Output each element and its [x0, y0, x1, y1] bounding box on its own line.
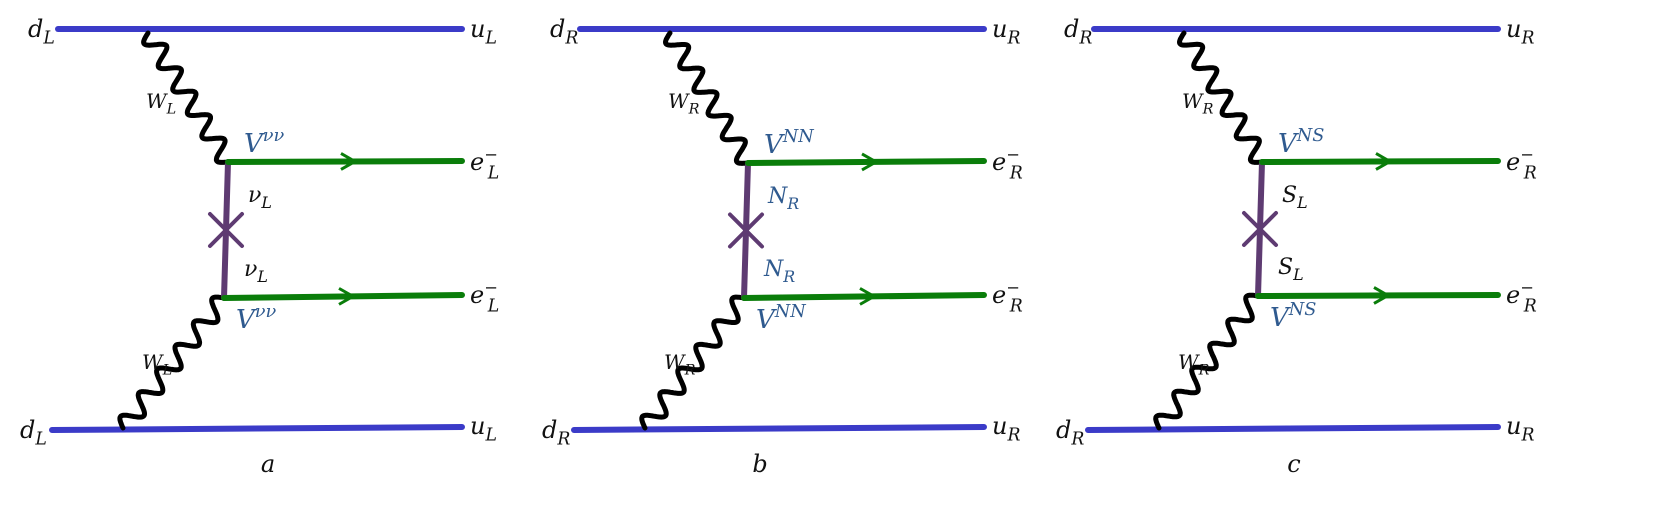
caption-b: b: [752, 450, 767, 478]
w-boson-top: [141, 30, 231, 165]
arrow-icon: [1373, 286, 1392, 305]
label-w-top: WR: [1182, 89, 1214, 118]
arrow-icon: [338, 287, 357, 306]
arrow-icon: [861, 152, 880, 172]
label-top-out: uR: [1506, 15, 1534, 49]
label-electron-bottom: e−L: [470, 278, 499, 317]
label-electron-top: e−L: [470, 145, 499, 184]
cross-icon: [728, 212, 764, 249]
label-w-bottom: WR: [664, 350, 696, 379]
label-w-bottom: WL: [142, 350, 172, 379]
label-neutrino-top: SL: [1282, 183, 1308, 212]
diagram-c: dR uR dR uR WR WR e−R e−R VNS VNS SL SL c: [1056, 15, 1537, 478]
label-vertex-top: VNN: [764, 127, 814, 160]
label-w-top: WL: [146, 89, 176, 118]
quark-line-bottom: [571, 424, 987, 433]
cross-icon: [1242, 211, 1278, 247]
label-electron-bottom: e−R: [992, 278, 1023, 317]
electron-line-bottom: [221, 292, 465, 301]
electron-line-bottom: [1255, 292, 1501, 299]
electron-line-top: [745, 158, 987, 166]
label-neutrino-top: νL: [248, 183, 272, 212]
label-w-bottom: WR: [1178, 350, 1210, 379]
label-neutrino-top: NR: [767, 184, 799, 213]
label-electron-bottom: e−R: [1506, 278, 1537, 317]
w-boson-top: [663, 30, 751, 166]
arrow-icon: [1375, 152, 1394, 171]
w-boson-top: [1177, 30, 1265, 165]
diagram-b: dR uR dR uR WR WR e−R e−R VNN VNN NR NR b: [542, 15, 1023, 478]
label-top-out: uL: [470, 15, 497, 49]
label-neutrino-bottom: NR: [763, 257, 795, 286]
label-bottom-out: uL: [470, 412, 497, 446]
w-boson-bottom: [639, 294, 747, 431]
label-electron-top: e−R: [992, 145, 1023, 184]
label-top-out: uR: [992, 15, 1020, 49]
label-bottom-in: dL: [20, 416, 47, 450]
quark-line-bottom: [49, 424, 465, 433]
w-boson-bottom: [117, 294, 227, 431]
label-top-in: dR: [550, 15, 578, 49]
label-bottom-in: dR: [1056, 416, 1084, 450]
label-vertex-top: VNS: [1278, 126, 1324, 159]
label-vertex-bottom: VNS: [1270, 300, 1316, 333]
electron-line-top: [1259, 158, 1501, 165]
arrow-icon: [340, 152, 359, 171]
cross-icon: [208, 212, 244, 248]
label-top-in: dR: [1064, 15, 1092, 49]
label-w-top: WR: [668, 89, 700, 118]
electron-line-top: [225, 158, 465, 165]
quark-line-bottom: [1085, 424, 1501, 433]
label-vertex-bottom: Vνν: [236, 302, 277, 335]
arrow-icon: [859, 287, 878, 306]
label-vertex-bottom: VNN: [756, 302, 806, 335]
label-bottom-out: uR: [992, 412, 1020, 446]
label-top-in: dL: [28, 15, 55, 49]
w-boson-bottom: [1153, 292, 1261, 431]
label-bottom-in: dR: [542, 416, 570, 450]
label-vertex-top: Vνν: [244, 126, 285, 159]
label-neutrino-bottom: νL: [244, 257, 268, 286]
caption-a: a: [261, 450, 275, 478]
label-neutrino-bottom: SL: [1278, 255, 1304, 284]
label-bottom-out: uR: [1506, 412, 1534, 446]
caption-c: c: [1287, 450, 1300, 478]
electron-line-bottom: [741, 292, 987, 301]
label-electron-top: e−R: [1506, 145, 1537, 184]
